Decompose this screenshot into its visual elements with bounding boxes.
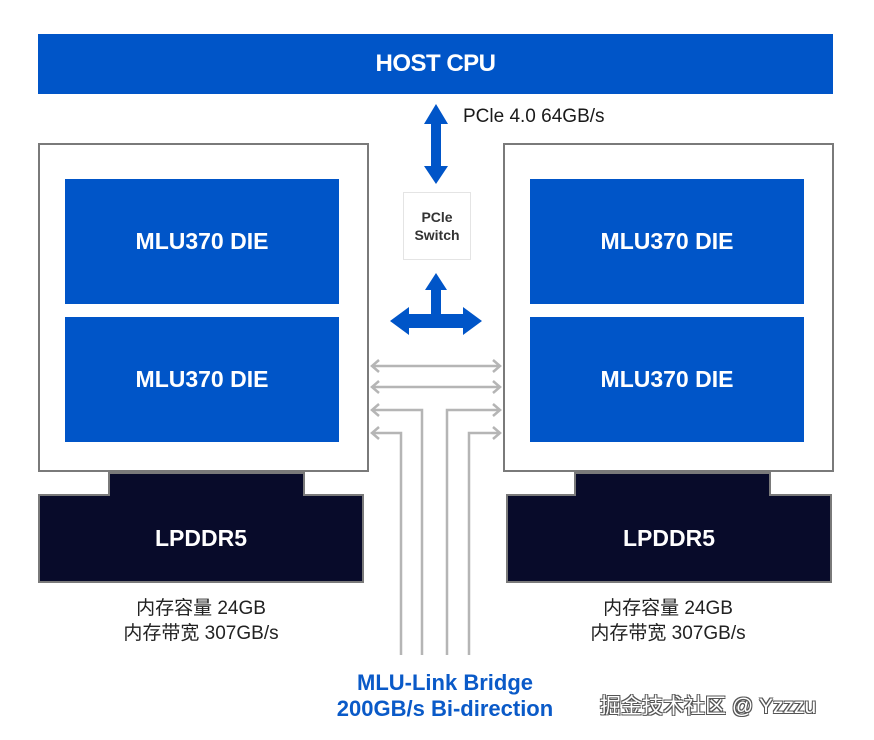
die-label: MLU370 DIE: [135, 366, 269, 392]
mlu-die: MLU370 DIE: [530, 179, 804, 304]
memory-label: LPDDR5: [622, 525, 715, 551]
memory-bandwidth: 内存带宽 307GB/s: [590, 623, 746, 644]
memory-capacity: 内存容量 24GB: [603, 598, 733, 619]
memory-connector-join: [576, 493, 769, 497]
memory-bandwidth: 内存带宽 307GB/s: [123, 623, 279, 644]
host-cpu-label: HOST CPU: [375, 50, 496, 77]
mlu-die: MLU370 DIE: [65, 317, 339, 442]
memory-connector-join: [110, 493, 303, 497]
bridge-bandwidth: 200GB/s Bi-direction: [336, 696, 554, 721]
pcie-switch-block: PCle Switch: [403, 192, 471, 260]
pcie-tee-arrow-icon: [390, 273, 482, 335]
memory-capacity: 内存容量 24GB: [136, 598, 266, 619]
die-label: MLU370 DIE: [600, 366, 734, 392]
memory-block-right: LPDDR5: [506, 494, 832, 583]
pcie-link-label: PCle 4.0 64GB/s: [463, 106, 605, 127]
mlu-die: MLU370 DIE: [530, 317, 804, 442]
die-label: MLU370 DIE: [600, 228, 734, 254]
mlu-link-bridge-caption: MLU-Link Bridge 200GB/s Bi-direction: [300, 670, 590, 722]
mlu-link-bridge-lines: [372, 364, 500, 655]
pcie-switch-label-line1: PCle: [421, 209, 453, 225]
memory-spec-right: 内存容量 24GB 内存带宽 307GB/s: [503, 596, 833, 646]
die-label: MLU370 DIE: [135, 228, 269, 254]
memory-block-left: LPDDR5: [38, 494, 364, 583]
memory-connector-right: [574, 472, 771, 495]
pcie-double-arrow-icon: [424, 104, 448, 184]
mlu-card-left: MLU370 DIE MLU370 DIE: [38, 143, 369, 472]
watermark: 掘金技术社区 @ Yzzzu: [600, 695, 817, 718]
mlu-card-right: MLU370 DIE MLU370 DIE: [503, 143, 834, 472]
memory-spec-left: 内存容量 24GB 内存带宽 307GB/s: [36, 596, 366, 646]
mlu-die: MLU370 DIE: [65, 179, 339, 304]
host-cpu-block: HOST CPU: [38, 34, 833, 94]
memory-connector-left: [108, 472, 305, 495]
pcie-switch-label-line2: Switch: [414, 227, 460, 243]
bridge-title: MLU-Link Bridge: [357, 670, 533, 695]
memory-label: LPDDR5: [154, 525, 247, 551]
mlu-link-arrowheads: [370, 359, 502, 440]
